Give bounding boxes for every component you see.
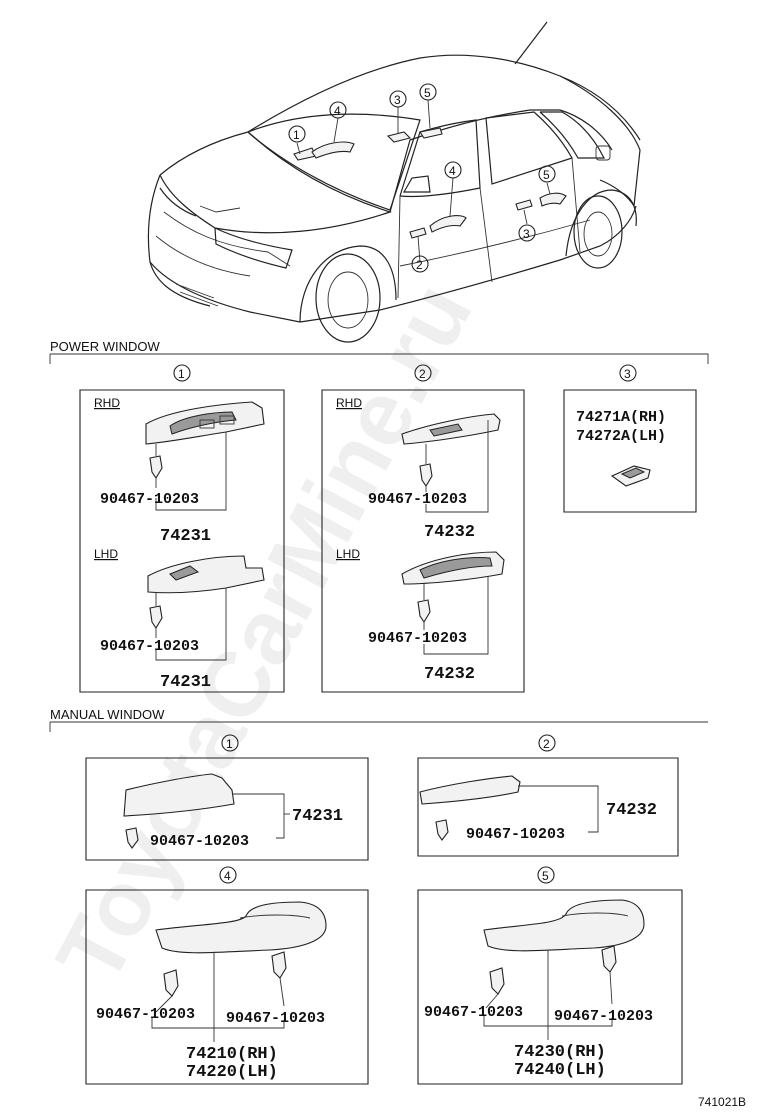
manual-clip-5-right: 90467-10203 <box>554 1008 653 1025</box>
manual-panel-5-number: 5 <box>542 869 549 883</box>
section-manual-window: MANUAL WINDOW <box>50 707 165 722</box>
callout-2: 2 <box>416 258 423 272</box>
callout-3b: 3 <box>523 227 530 241</box>
manual-panel-2-number: 2 <box>543 737 550 751</box>
part-2-lhd: 74232 <box>424 665 475 684</box>
rhd-label: RHD <box>94 396 120 410</box>
manual-part-4-rh: 74210(RH) <box>186 1045 278 1064</box>
manual-part-2: 74232 <box>606 801 657 820</box>
panel-3-number: 3 <box>624 367 631 381</box>
manual-panel-4: 4 90467-10203 90467-10203 74210(RH) 7422… <box>85 866 369 1085</box>
callout-1: 1 <box>293 128 300 142</box>
manual-panel-4-number: 4 <box>224 869 231 883</box>
power-panel-3: 3 74271A(RH) 74272A(LH) <box>563 364 697 513</box>
clip-2-lhd: 90467-10203 <box>368 630 467 647</box>
panel-1-number: 1 <box>178 367 185 381</box>
manual-part-4-lh: 74220(LH) <box>186 1063 278 1082</box>
part-3-lh: 74272A(LH) <box>576 428 666 445</box>
manual-part-5-rh: 74230(RH) <box>514 1043 606 1062</box>
part-1-rhd: 74231 <box>160 527 211 546</box>
clip-1-rhd: 90467-10203 <box>100 491 199 508</box>
manual-clip-2: 90467-10203 <box>466 826 565 843</box>
callout-4b: 4 <box>449 164 456 178</box>
lhd-label: LHD <box>94 547 118 561</box>
lhd-label-2: LHD <box>336 547 360 561</box>
callout-4: 4 <box>334 104 341 118</box>
manual-clip-4-left: 90467-10203 <box>96 1006 195 1023</box>
manual-panel-5: 5 90467-10203 90467-10203 74230(RH) 7424… <box>417 866 683 1085</box>
power-panel-2: 2 RHD 90467-10203 74232 LHD 90467-10203 … <box>321 364 525 693</box>
part-2-rhd: 74232 <box>424 523 475 542</box>
panel-2-number: 2 <box>419 367 426 381</box>
manual-clip-1: 90467-10203 <box>150 833 249 850</box>
section-power-window: POWER WINDOW <box>50 339 160 354</box>
manual-clip-5-left: 90467-10203 <box>424 1004 523 1021</box>
manual-panel-1-number: 1 <box>226 737 233 751</box>
clip-1-lhd: 90467-10203 <box>100 638 199 655</box>
callout-5b: 5 <box>543 168 550 182</box>
callout-5: 5 <box>424 86 431 100</box>
manual-panel-2: 2 90467-10203 74232 <box>417 734 679 857</box>
power-panel-1: 1 RHD 90467-10203 74231 LHD 90467-10203 … <box>79 364 285 693</box>
car-illustration: 1 4 3 5 4 2 3 5 <box>147 21 641 343</box>
callout-3: 3 <box>394 93 401 107</box>
part-3-rh: 74271A(RH) <box>576 409 666 426</box>
manual-part-1: 74231 <box>292 807 343 826</box>
figure-id: 741021B <box>698 1095 746 1109</box>
part-1-lhd: 74231 <box>160 673 211 692</box>
manual-clip-4-right: 90467-10203 <box>226 1010 325 1027</box>
rhd-label-2: RHD <box>336 396 362 410</box>
clip-2-rhd: 90467-10203 <box>368 491 467 508</box>
manual-part-5-lh: 74240(LH) <box>514 1061 606 1080</box>
manual-panel-1: 1 90467-10203 74231 <box>85 734 369 861</box>
